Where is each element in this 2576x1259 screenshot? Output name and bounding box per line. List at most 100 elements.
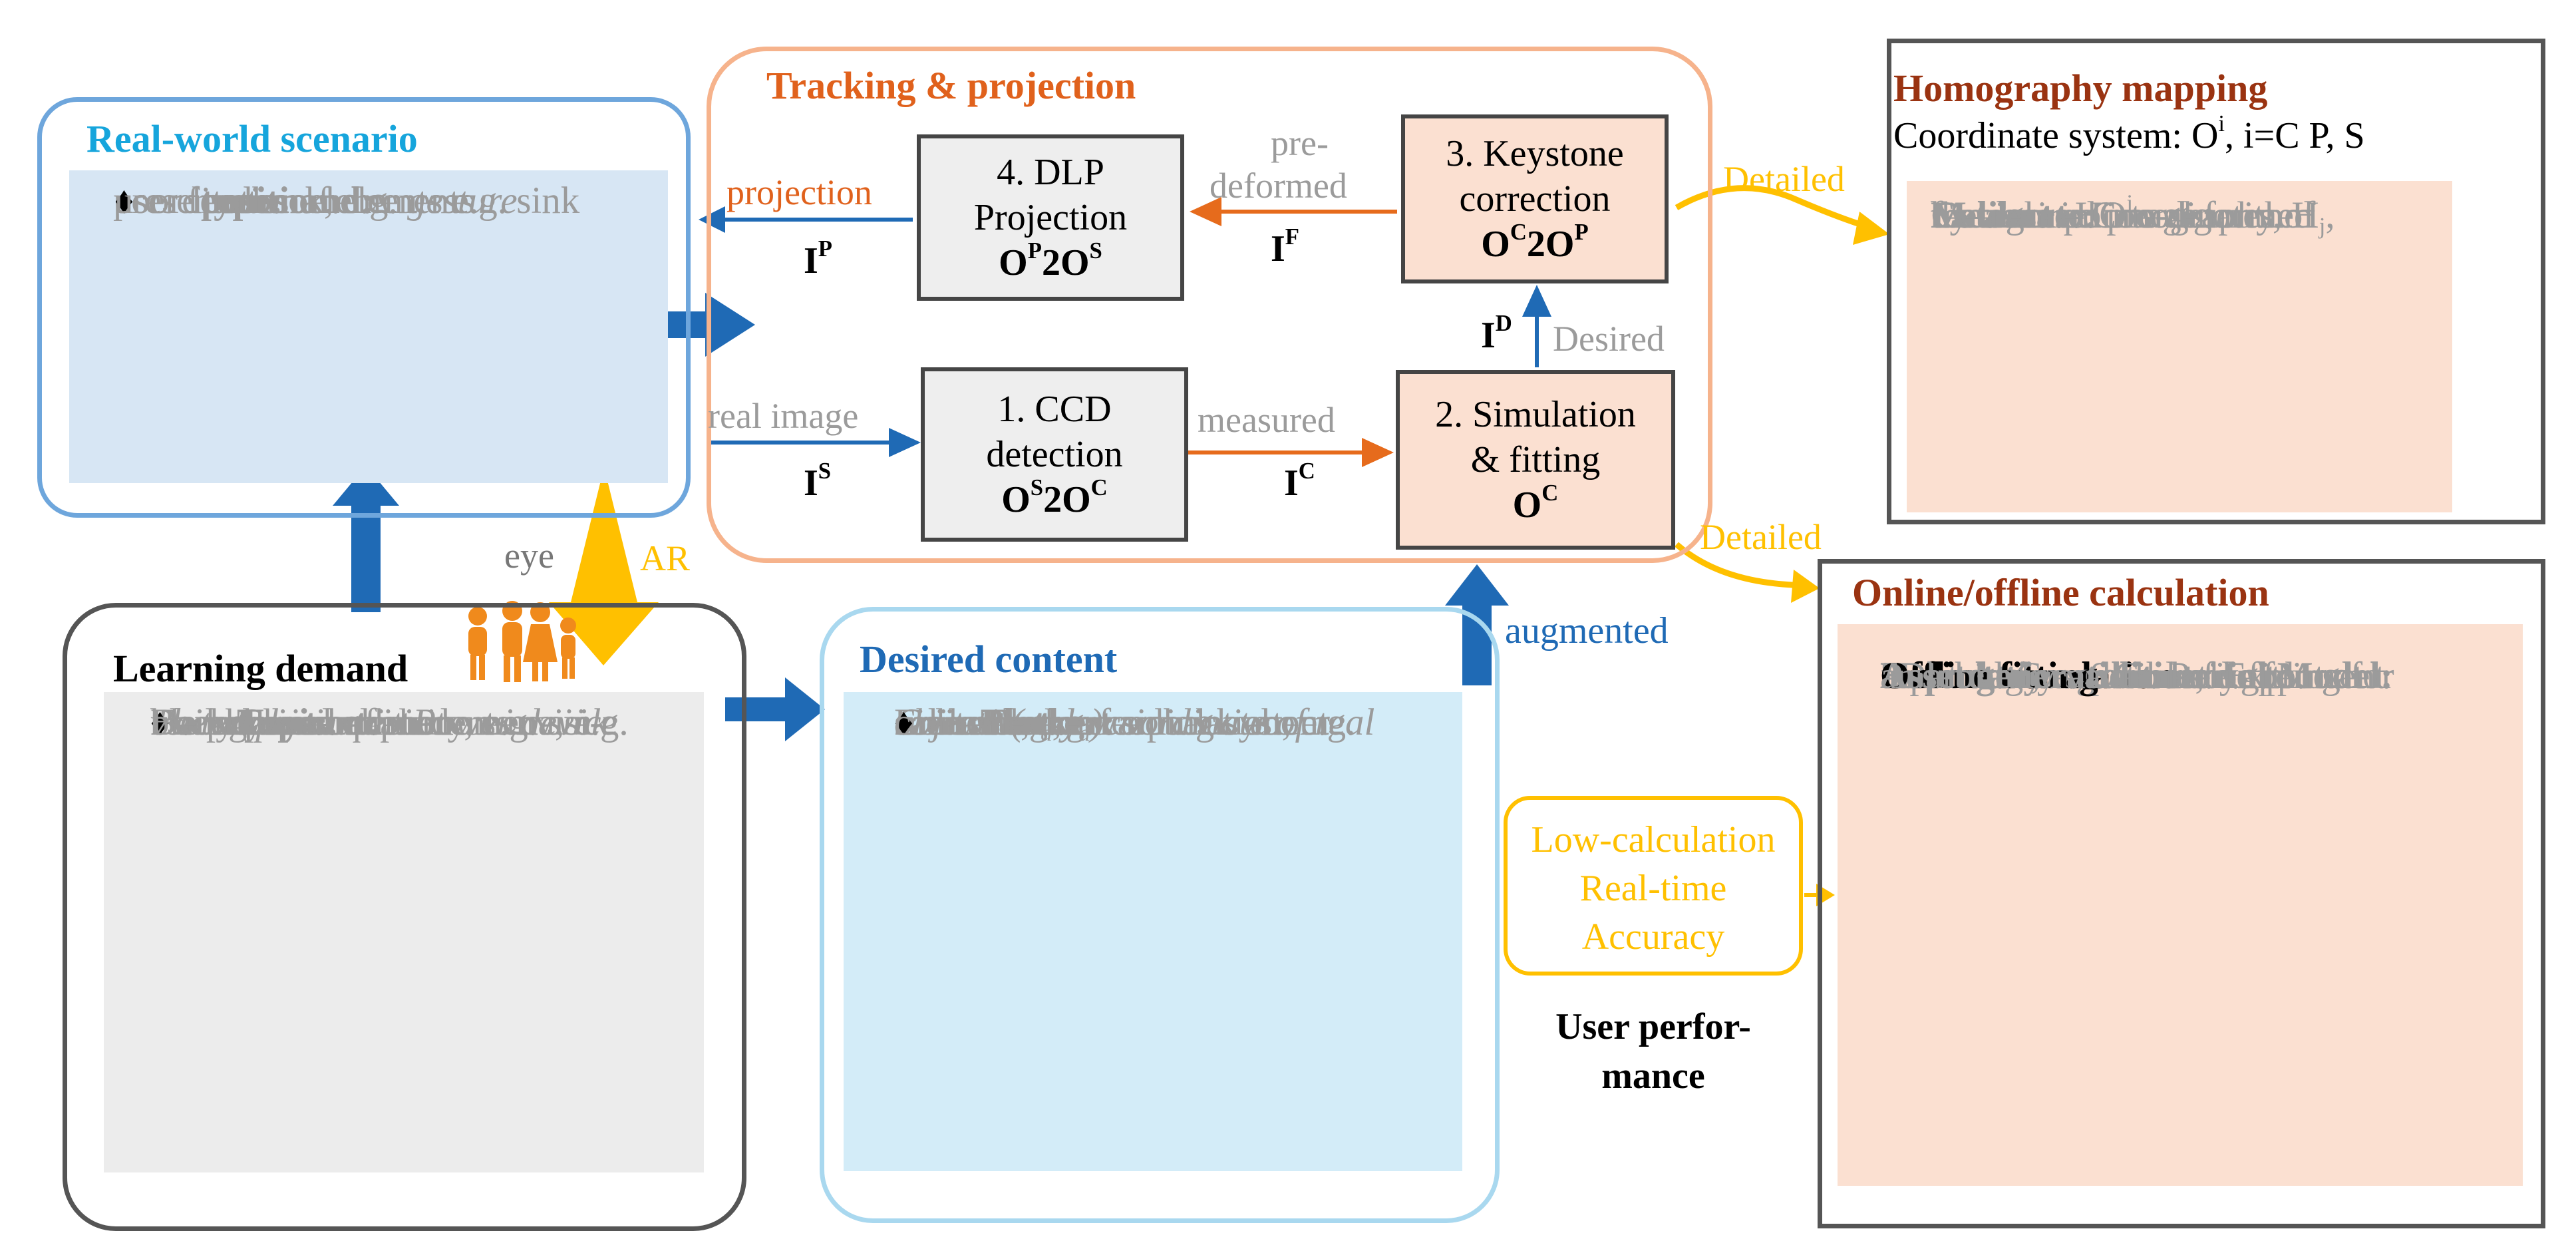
measure-label: Measure bbox=[1931, 194, 2072, 236]
arrow-pre-deformed bbox=[1190, 197, 1397, 226]
arrow-detailed-bottom bbox=[1675, 542, 1820, 603]
geometric-label: Geometric and material Model: bbox=[1880, 655, 2393, 697]
label-pre: pre- bbox=[1271, 123, 1329, 163]
desired-text-line2: scenario, e.g. bbox=[894, 701, 1104, 743]
arrow-projection bbox=[699, 206, 913, 233]
ar-label: AR bbox=[640, 538, 691, 578]
extract-text: Homography, Hj, bbox=[2065, 194, 2335, 239]
tracking-projection-panel bbox=[707, 47, 1712, 563]
label-ic: IC bbox=[1284, 458, 1315, 504]
offline-heading: Offline simulation bbox=[1880, 655, 2174, 697]
keystone-line1: 3. Keystone bbox=[1446, 132, 1624, 174]
homography-subtitle: Coordinate system: Oi, i=C P, S bbox=[1893, 110, 2365, 156]
arrow-measured bbox=[1188, 438, 1394, 467]
arrow-learning-to-desired bbox=[725, 677, 825, 741]
learning-content-text1: Boundary condition vs invisi- bbox=[150, 701, 603, 743]
real-world-scenario-panel bbox=[37, 97, 691, 518]
node-dlp-projection: 4. DLP Projection OP2OS bbox=[917, 134, 1184, 301]
simulation-line1: 2. Simulation bbox=[1435, 393, 1636, 435]
performance-box bbox=[1504, 796, 1803, 976]
arrow-learning-to-world bbox=[333, 466, 399, 612]
calibrate-label: Calibrate: bbox=[1931, 194, 2098, 236]
extract-label: Extract: bbox=[1931, 194, 2066, 236]
keystone-symbol: OC2OP bbox=[1481, 219, 1589, 266]
learning-content-label: Content: bbox=[237, 701, 381, 743]
dlp-symbol: OP2OS bbox=[999, 238, 1102, 284]
label-id: ID bbox=[1481, 310, 1512, 356]
ccd-symbol: OS2OC bbox=[1001, 474, 1108, 521]
boundary-label: Boundary condition bbox=[1880, 655, 2204, 697]
learning-content-italic-inline: sink bbox=[547, 701, 609, 743]
calculation-label: Calculation: bbox=[1880, 655, 2080, 697]
desired-content-fill bbox=[844, 692, 1462, 1171]
desired-marker-label: marker: bbox=[981, 701, 1116, 743]
label-projection: projection bbox=[726, 172, 872, 212]
learning-user-text: Background of students bbox=[150, 701, 511, 743]
real-world-content bbox=[69, 170, 668, 483]
performance-text: Low-calculation Real-time Accuracy bbox=[1504, 816, 1803, 961]
label-measured: measured bbox=[1198, 400, 1335, 440]
user-performance: User perfor- mance bbox=[1504, 1002, 1803, 1101]
ar-arrow bbox=[549, 467, 659, 665]
dlp-line2: Projection bbox=[973, 196, 1128, 238]
node-ccd-detection: 1. CCD detection OS2OC bbox=[921, 367, 1188, 542]
real-world-position-label: position: bbox=[201, 180, 343, 222]
real-world-type-label: type: bbox=[201, 180, 283, 222]
user-performance-line2: mance bbox=[1601, 1055, 1705, 1097]
bullet-icon: ♦ bbox=[150, 701, 170, 743]
detailed-top-label: Detailed bbox=[1723, 159, 1845, 199]
real-world-command-text: user feedback, e.g. bbox=[114, 180, 407, 222]
homography-content bbox=[1907, 181, 2452, 512]
online-offline-panel bbox=[1818, 559, 2545, 1228]
desired-marker-line1: calibrate the warping system bbox=[894, 701, 1329, 743]
calibrate-line2: the desired image bbox=[1931, 194, 2199, 236]
bullet-icon: ♦ bbox=[894, 701, 914, 743]
calculation-text: Simulation plots bbox=[2080, 655, 2340, 697]
simulation-line2: & fitting bbox=[1470, 439, 1601, 480]
label-real-image: real image bbox=[708, 396, 859, 436]
homography-panel bbox=[1887, 39, 2545, 524]
boundary-text: : External bbox=[2203, 655, 2352, 697]
node-keystone-correction: 3. Keystone correction OC2OP bbox=[1401, 114, 1669, 283]
simulation-symbol: OC bbox=[1512, 480, 1559, 526]
arrow-real-image bbox=[709, 428, 921, 457]
node-simulation-fitting: 2. Simulation & fitting OC bbox=[1396, 370, 1675, 550]
learning-content-text2: ble physical quantity, e.g. bbox=[150, 701, 548, 743]
learning-title: Learning demand bbox=[113, 647, 408, 690]
label-desired: Desired bbox=[1553, 319, 1665, 359]
export-text: Compatible file format bbox=[2006, 655, 2364, 697]
measure-line2: features in Oi bbox=[1931, 190, 2134, 236]
calibrate-text: pre-deformed bbox=[2097, 194, 2313, 236]
learning-demand-panel bbox=[63, 603, 746, 1231]
bullet-icon: ♦ bbox=[150, 701, 170, 743]
online-offline-content bbox=[1838, 624, 2523, 1186]
label-ip: IP bbox=[804, 236, 833, 281]
real-world-title: Real-world scenario bbox=[86, 117, 418, 160]
asset-line2: an arbitrary value bbox=[1880, 655, 2148, 697]
desired-text-line2-italic: coordinate of real bbox=[1103, 701, 1375, 743]
performance-line1: Low-calculation bbox=[1531, 819, 1776, 860]
augmented-label: augmented bbox=[1505, 610, 1669, 651]
learning-user-label: User: bbox=[237, 701, 325, 743]
desired-plot-line1: Finite element simulation, e.g. bbox=[894, 701, 1356, 743]
ccd-line1: 1. CCD bbox=[997, 388, 1112, 430]
desired-text-line3: objects (xd,yd) bbox=[894, 701, 1103, 746]
desired-plot-line2: Comsol code bbox=[894, 701, 1092, 743]
real-world-type-text: presentation elements e.g. sink bbox=[113, 180, 580, 222]
learning-topic-text: Daily physical phenomena, e.g. bbox=[150, 701, 629, 743]
export-label: Export: bbox=[1880, 655, 2007, 697]
desired-content-panel bbox=[820, 607, 1500, 1223]
extract-line2: by eight points algorithm bbox=[1931, 194, 2313, 236]
keystone-line2: correction bbox=[1459, 178, 1611, 220]
online-offline-title: Online/offline calculation bbox=[1852, 571, 2269, 614]
bullet-icon: ♦ bbox=[894, 701, 914, 743]
real-world-command-italic: gesture bbox=[406, 180, 518, 222]
label-if: IF bbox=[1271, 224, 1300, 270]
desired-text-label: Text: bbox=[981, 701, 1064, 743]
desired-text-line1: Indicating or feedback about bbox=[894, 701, 1329, 743]
tracking-title: Tracking & projection bbox=[766, 64, 1136, 107]
bullet-icon: ♦ bbox=[114, 180, 134, 222]
learning-content-italic: vs. temperature bbox=[150, 701, 385, 743]
bullet-icon: ♦ bbox=[114, 180, 134, 222]
asset-text: : Poly fitting for bbox=[2148, 655, 2394, 697]
